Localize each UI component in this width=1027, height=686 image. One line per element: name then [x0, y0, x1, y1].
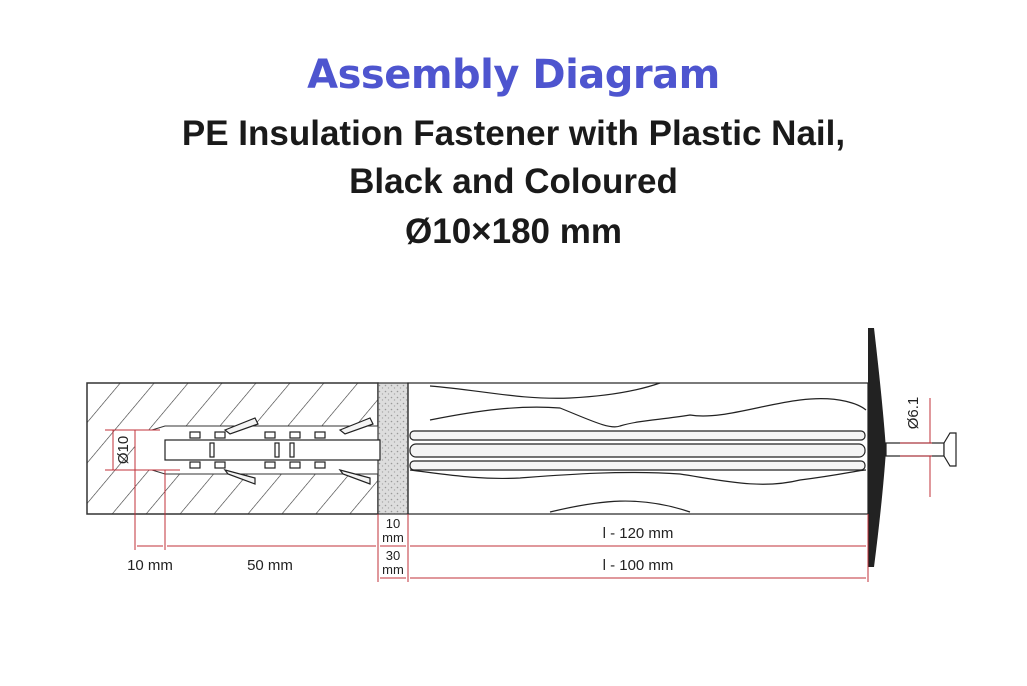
- subtitle-line-1: PE Insulation Fastener with Plastic Nail…: [181, 114, 846, 153]
- insulation-top-label: l - 120 mm: [603, 525, 674, 542]
- subtitle-line-3: Ø10×180 mm: [405, 212, 622, 251]
- render-layer: [377, 382, 409, 515]
- dimension-lines: [105, 398, 932, 582]
- fastener-plate: [868, 328, 886, 567]
- drill-extra-label: 10 mm: [127, 557, 173, 574]
- diameter-nail-label: Ø6.1: [905, 397, 922, 430]
- render-top-unit: mm: [382, 530, 404, 545]
- diagram-title: Assembly Diagram: [307, 52, 720, 98]
- insulation-bottom-label: l - 100 mm: [603, 557, 674, 574]
- render-bottom-value: 30: [386, 548, 400, 563]
- diameter-hole-label: Ø10: [115, 436, 132, 464]
- anchorage-label: 50 mm: [247, 557, 293, 574]
- subtitle-line-2: Black and Coloured: [349, 162, 678, 201]
- render-bottom-unit: mm: [382, 562, 404, 577]
- render-top-value: 10: [386, 516, 400, 531]
- plastic-nail-head: [885, 432, 957, 467]
- fastener-shank: [164, 417, 866, 485]
